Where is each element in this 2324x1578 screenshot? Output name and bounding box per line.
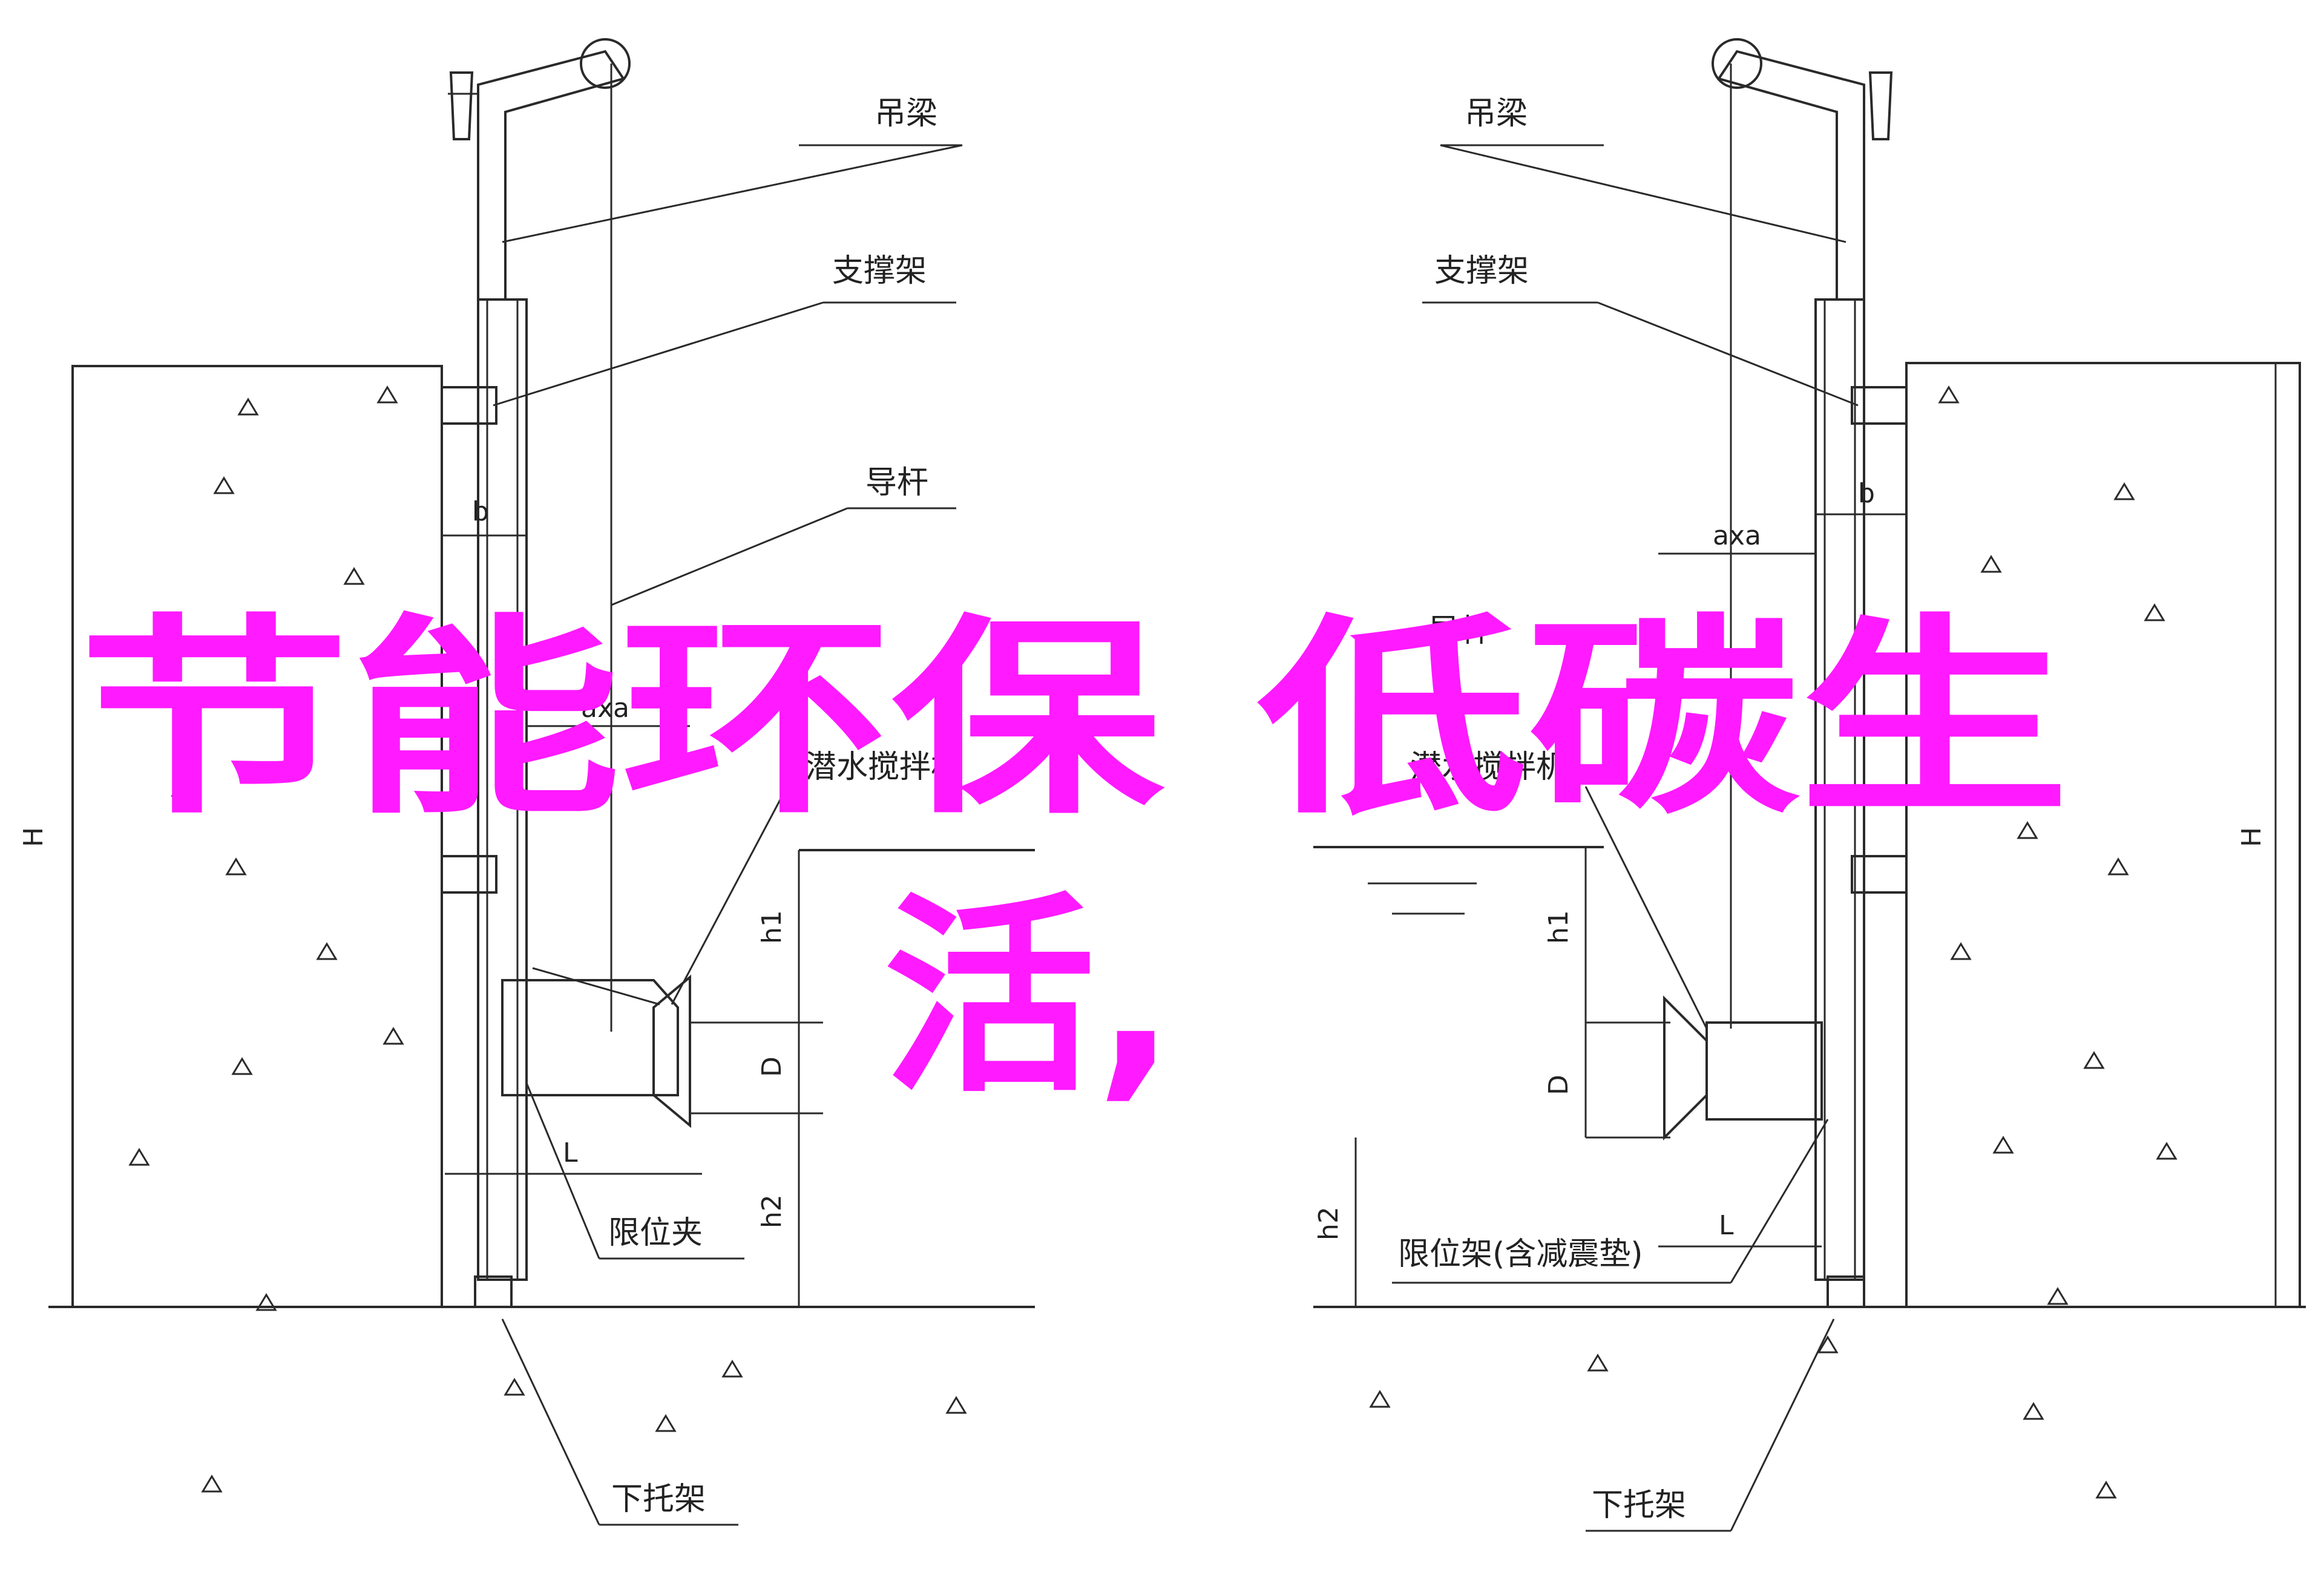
left-pulley [580,38,631,89]
left-dim-h: H [18,827,49,847]
left-hook [449,71,474,140]
left-label-guide-rod: 导杆 [865,465,928,501]
right-leader-mixer [1584,786,1708,1029]
left-crane-beam [477,50,626,300]
left-mixer-body [501,979,679,1096]
right-crane-beam [1716,50,1865,300]
right-leader-crane [1440,144,1846,243]
left-leader-lower [501,1318,600,1525]
left-dim-axa: axa [581,693,629,724]
left-leader-guide [611,507,848,606]
left-mid-bracket [441,855,497,894]
right-dim-h2: h2 [1313,1206,1344,1240]
left-leader-crane [502,144,963,243]
left-concrete-hatch [128,385,967,1493]
left-lower-bracket [474,1275,513,1308]
left-label-support: 支撑架 [832,253,927,289]
left-diagram: H b axa h1 D h2 L [18,38,1035,1526]
right-diagram: H b axa h1 D h2 L 吊梁 支撑架 [1313,38,2306,1532]
overlay-line-1: 节能环保 低碳生 [79,596,2070,843]
right-label-mixer: 潜水搅拌机 [1410,749,1567,785]
left-label-lower-bracket: 下托架 [611,1481,706,1517]
right-leader-limit [1730,1119,1829,1283]
left-label-mixer: 潜水搅拌机 [805,749,962,785]
left-label-limit-clamp: 限位夹 [608,1215,703,1251]
left-leader-mixer [671,798,782,1005]
right-label-crane-beam: 吊梁 [1465,96,1528,132]
left-leader-limit [525,1082,600,1259]
left-mixer-propeller [652,974,691,1128]
right-label-limit-rack: 限位架(含减震垫) [1398,1236,1643,1272]
right-dim-h1: h1 [1543,910,1574,944]
right-hook [1868,71,1893,140]
left-guide-inner [486,298,519,1281]
left-dim-h2: h2 [757,1194,787,1228]
left-dim-l: L [563,1138,578,1168]
right-dim-l: L [1719,1210,1734,1241]
overlay-line-2: 活, [884,874,1176,1121]
right-dim-h: H [2236,827,2267,847]
right-label-support: 支撑架 [1434,253,1529,289]
right-guide-inner [1823,298,1856,1281]
right-pulley [1712,38,1762,89]
right-label-guide-rod: 导杆 [1428,613,1491,649]
right-dim-b: b [1858,478,1875,509]
right-concrete-hatch [1369,385,2178,1499]
overlay-caption: 节能环保 低碳生 活, [79,596,2070,1121]
right-mid-bracket [1851,855,1908,894]
left-dim-d: D [757,1056,787,1077]
left-mixer-arm [532,967,660,1006]
left-label-crane-beam: 吊梁 [875,96,937,132]
right-lower-bracket [1827,1275,1865,1308]
right-label-lower-bracket: 下托架 [1592,1487,1686,1524]
right-mixer-body [1705,1021,1823,1121]
left-leader-support [493,301,824,407]
right-mixer-propeller [1663,995,1708,1141]
right-leader-lower [1730,1318,1835,1531]
left-dim-b: b [472,496,489,527]
right-leader-support [1597,301,1859,407]
right-support-bracket [1851,386,1908,425]
right-dim-d: D [1543,1075,1574,1095]
left-dim-h1: h1 [757,910,787,944]
right-dim-axa: axa [1713,520,1761,551]
